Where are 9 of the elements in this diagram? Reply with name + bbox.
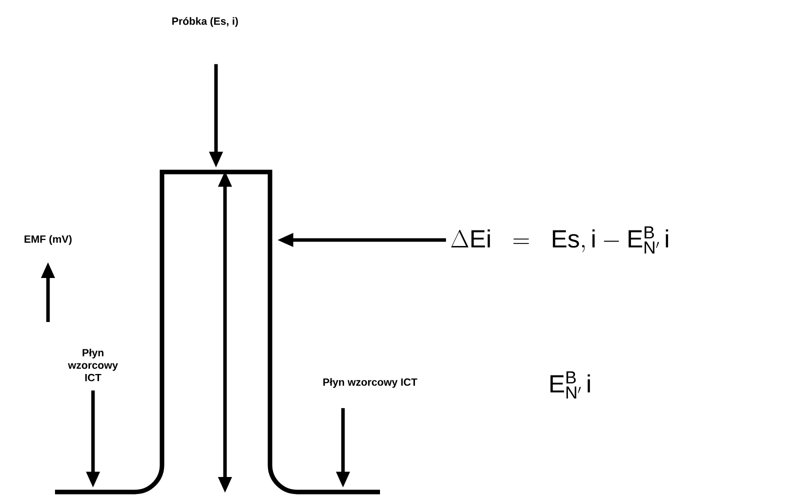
peak-trace	[134, 170, 298, 494]
fluid-label: Płyn wzorcowy ICT	[323, 378, 418, 388]
axis-label: EMF (mV)	[24, 235, 72, 245]
formula: $\Delta\mathrm{Ei}\ \ =\ \ \mathrm{Es,i} - \mathrm{E}^{\mathrm{B}}_{\mathrm{N}'}\,\mathrm{i}$	[451, 226, 668, 254]
baseline-trace	[55, 490, 135, 494]
formula: $\mathrm{E}^{\mathrm{B}}_{\mathrm{N}'}\,\mathrm{i}$	[550, 371, 590, 399]
baseline-trace	[297, 490, 380, 494]
sample-label: Próbka (Es, i)	[172, 17, 238, 27]
fluid-label: Płyn wzorcowy ICT	[68, 348, 118, 382]
